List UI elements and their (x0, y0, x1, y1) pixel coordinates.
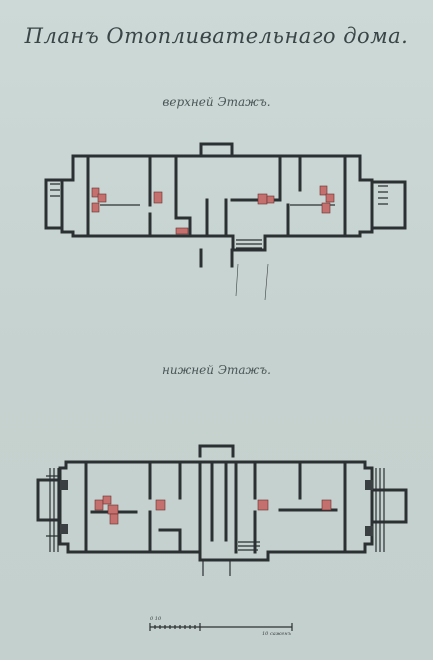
scale-right-label: 10 саженъ (262, 631, 292, 637)
upper-left-wing (44, 178, 64, 230)
lower-stove (94, 499, 104, 511)
lower-right-wing (370, 488, 408, 524)
upper-stove (175, 227, 189, 235)
lower-entrance-stair (238, 541, 260, 551)
lower-left-column (60, 524, 68, 534)
upper-stove (91, 202, 100, 213)
scale-bar: 0 10 10 саженъ (149, 616, 293, 637)
upper-entrance-posts (199, 248, 234, 268)
upper-stove (97, 193, 107, 203)
upper-stove (257, 193, 268, 205)
lower-corridor-walls (90, 508, 338, 532)
lower-left-column (60, 480, 68, 490)
lower-stove (257, 499, 269, 511)
upper-right-stair (378, 185, 388, 205)
upper-guide-lines (235, 263, 269, 301)
upper-entrance-stair (236, 239, 262, 249)
lower-right-column (365, 480, 373, 490)
upper-stove (319, 185, 328, 196)
lower-portico-top (198, 444, 235, 458)
scale-ticks (149, 623, 293, 631)
lower-left-wing (36, 478, 62, 522)
lower-stove (109, 513, 119, 525)
lower-stove (102, 495, 112, 505)
upper-stove (91, 187, 100, 198)
lower-floor-label: нижней Этажъ. (162, 363, 271, 377)
upper-outer-wall (60, 154, 374, 252)
upper-portico-top (199, 142, 234, 158)
lower-floor-plan (36, 444, 408, 576)
lower-entrance-porch (202, 560, 231, 576)
lower-stove (107, 504, 119, 515)
drawing-title: Планъ Отопливательнаго дома. (24, 24, 409, 48)
upper-floor-label: верхней Этажъ. (162, 95, 271, 109)
upper-stove (153, 191, 163, 204)
upper-stove (321, 202, 331, 214)
lower-right-steps (375, 468, 385, 552)
upper-partitions (86, 154, 347, 238)
lower-partitions (84, 460, 347, 554)
upper-left-stair (50, 183, 60, 197)
upper-right-wing (370, 180, 407, 230)
lower-left-steps (49, 468, 59, 552)
upper-floor-plan (44, 142, 407, 301)
lower-right-column (365, 526, 373, 536)
lower-left-terrace (46, 475, 60, 537)
upper-stove (325, 193, 335, 203)
lower-stove (155, 499, 166, 511)
scale-left-label: 0 10 (150, 616, 162, 622)
lower-stove (321, 499, 332, 511)
upper-stove (266, 195, 275, 204)
